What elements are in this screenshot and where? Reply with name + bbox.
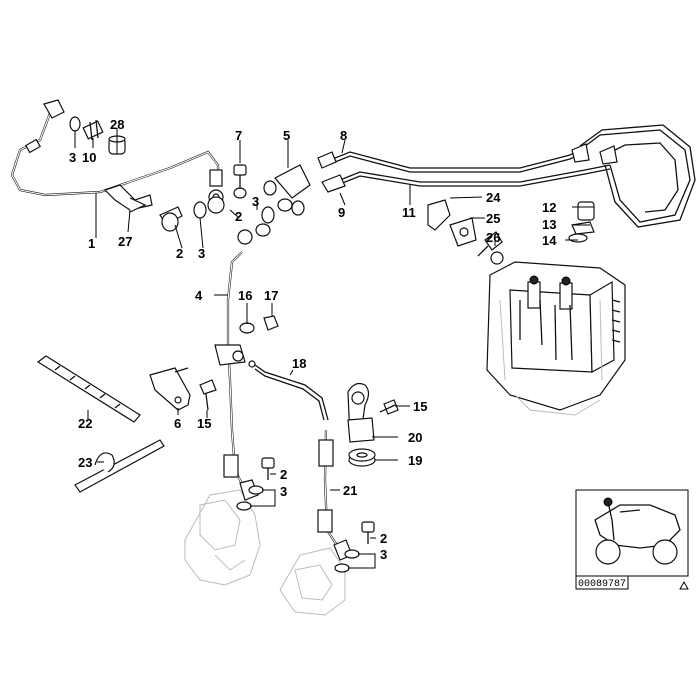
abs-pressure-modulator <box>486 251 626 416</box>
clip-13 <box>571 221 595 235</box>
front-caliper-outline <box>184 489 261 586</box>
callout-16: 16 <box>238 288 252 303</box>
callout-3-d: 3 <box>280 484 287 499</box>
callout-18: 18 <box>292 356 306 371</box>
callout-5: 5 <box>283 128 290 143</box>
callout-2-b: 2 <box>235 209 242 224</box>
callouts: 1 3 10 28 27 2 3 2 7 5 3 8 9 11 24 25 26… <box>69 117 557 562</box>
callout-15-b: 15 <box>413 399 427 414</box>
brake-pipe-8 <box>317 149 581 173</box>
callout-23: 23 <box>78 455 92 470</box>
bolt-7 <box>233 164 247 188</box>
leader-lines <box>74 128 594 569</box>
clip-23 <box>74 439 165 493</box>
triangle-icon <box>679 580 689 590</box>
bracket-6 <box>149 367 191 411</box>
distributor-5 <box>261 164 311 224</box>
clip-27 <box>103 184 153 213</box>
callout-8: 8 <box>340 128 347 143</box>
cable-tie-22 <box>36 355 141 423</box>
banjo-bolt-10 <box>82 119 104 141</box>
brake-hose-1 <box>10 99 224 205</box>
holder-20 <box>347 382 375 443</box>
callout-26: 26 <box>486 230 500 245</box>
motorcycle-reference-thumbnail: 00089787 <box>575 489 689 590</box>
callout-14: 14 <box>542 233 557 248</box>
brake-pipe-9 <box>321 164 611 193</box>
tee-fitting <box>214 344 246 366</box>
callout-27: 27 <box>118 234 132 249</box>
ring-14 <box>568 233 588 243</box>
callout-2-e: 2 <box>380 531 387 546</box>
callout-12: 12 <box>542 200 556 215</box>
callout-3-b: 3 <box>198 246 205 261</box>
bolt-15-b <box>379 399 399 415</box>
washer-3-b <box>193 201 207 219</box>
callout-17: 17 <box>264 288 278 303</box>
callout-3-e: 3 <box>380 547 387 562</box>
sleeve-12 <box>577 201 595 221</box>
seal-ring-3 <box>69 116 81 132</box>
callout-7: 7 <box>235 128 242 143</box>
callout-9: 9 <box>338 205 345 220</box>
callout-3-a: 3 <box>69 150 76 165</box>
callout-2-a: 2 <box>176 246 183 261</box>
callout-13: 13 <box>542 217 556 232</box>
callout-19: 19 <box>408 453 422 468</box>
callout-6: 6 <box>174 416 181 431</box>
diagram-reference-number: 00089787 <box>578 579 626 590</box>
callout-24: 24 <box>486 190 501 205</box>
callout-3-c: 3 <box>252 194 259 209</box>
callout-11: 11 <box>402 205 416 220</box>
fitting-upper <box>207 187 271 245</box>
bolt-2-a <box>159 206 183 232</box>
brake-pipe-18 <box>248 360 329 421</box>
bolt-26 <box>477 231 503 257</box>
callout-1: 1 <box>88 236 95 251</box>
callout-25: 25 <box>486 211 500 226</box>
rear-caliper-outline <box>279 547 346 616</box>
bolt-15-a <box>199 379 217 411</box>
callout-21: 21 <box>343 483 357 498</box>
washer-16 <box>239 322 255 334</box>
brake-pipe-loop <box>571 124 696 228</box>
callout-2-d: 2 <box>280 467 287 482</box>
callout-15-a: 15 <box>197 416 211 431</box>
callout-22: 22 <box>78 416 92 431</box>
bolt-2-d <box>261 457 275 480</box>
grommet-19 <box>348 448 376 467</box>
callout-4: 4 <box>195 288 203 303</box>
callout-10: 10 <box>82 150 96 165</box>
nut-17 <box>263 315 279 331</box>
bracket-24-25 <box>427 199 477 247</box>
callout-28: 28 <box>110 117 124 132</box>
callout-20: 20 <box>408 430 422 445</box>
bolt-2-e <box>361 521 375 544</box>
